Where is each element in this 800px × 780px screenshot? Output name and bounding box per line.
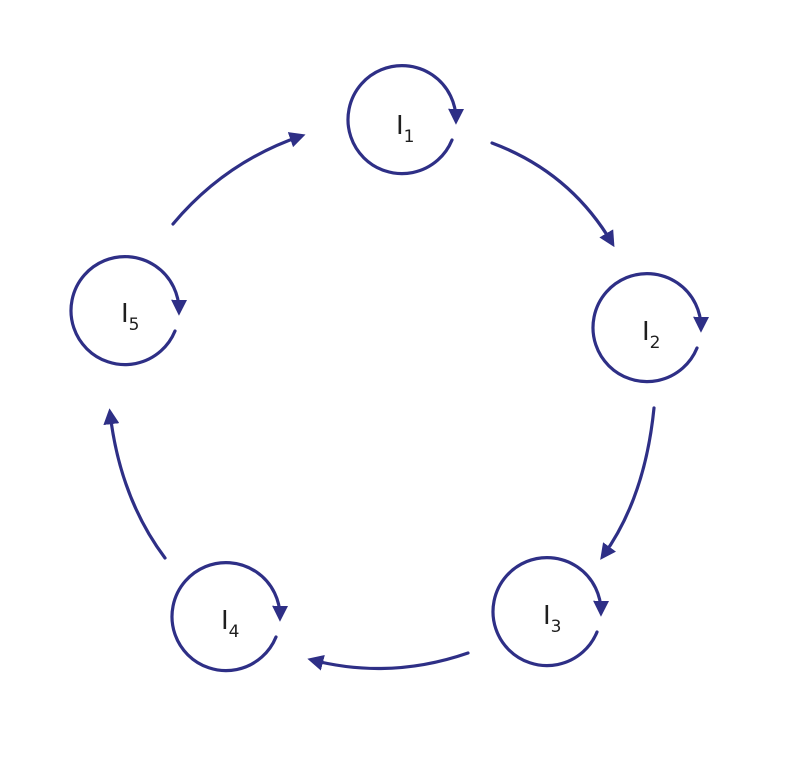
edge-n2-to-n3 <box>600 406 656 560</box>
node-i5-label: I5 <box>121 299 140 335</box>
node-i4-self-loop <box>170 561 289 673</box>
node-i4: I4 <box>170 561 289 673</box>
node-i5-self-loop <box>69 255 188 367</box>
node-i2: I2 <box>591 272 710 384</box>
node-i2-label: I2 <box>642 317 661 353</box>
node-i1-label: I1 <box>396 111 415 147</box>
node-i1-self-loop <box>346 64 465 176</box>
edge-n3-to-n4 <box>307 651 470 671</box>
node-i3: I3 <box>491 556 610 668</box>
edges-layer <box>103 132 656 671</box>
node-i2-self-loop <box>591 272 710 384</box>
edge-n4-to-n5 <box>103 408 167 560</box>
edge-n5-to-n1 <box>171 132 306 226</box>
node-i1: I1 <box>346 64 465 176</box>
node-i5: I5 <box>69 255 188 367</box>
node-i4-label: I4 <box>221 606 240 642</box>
node-i3-self-loop <box>491 556 610 668</box>
node-i3-label: I3 <box>543 601 562 637</box>
edge-n1-to-n2 <box>490 141 615 248</box>
